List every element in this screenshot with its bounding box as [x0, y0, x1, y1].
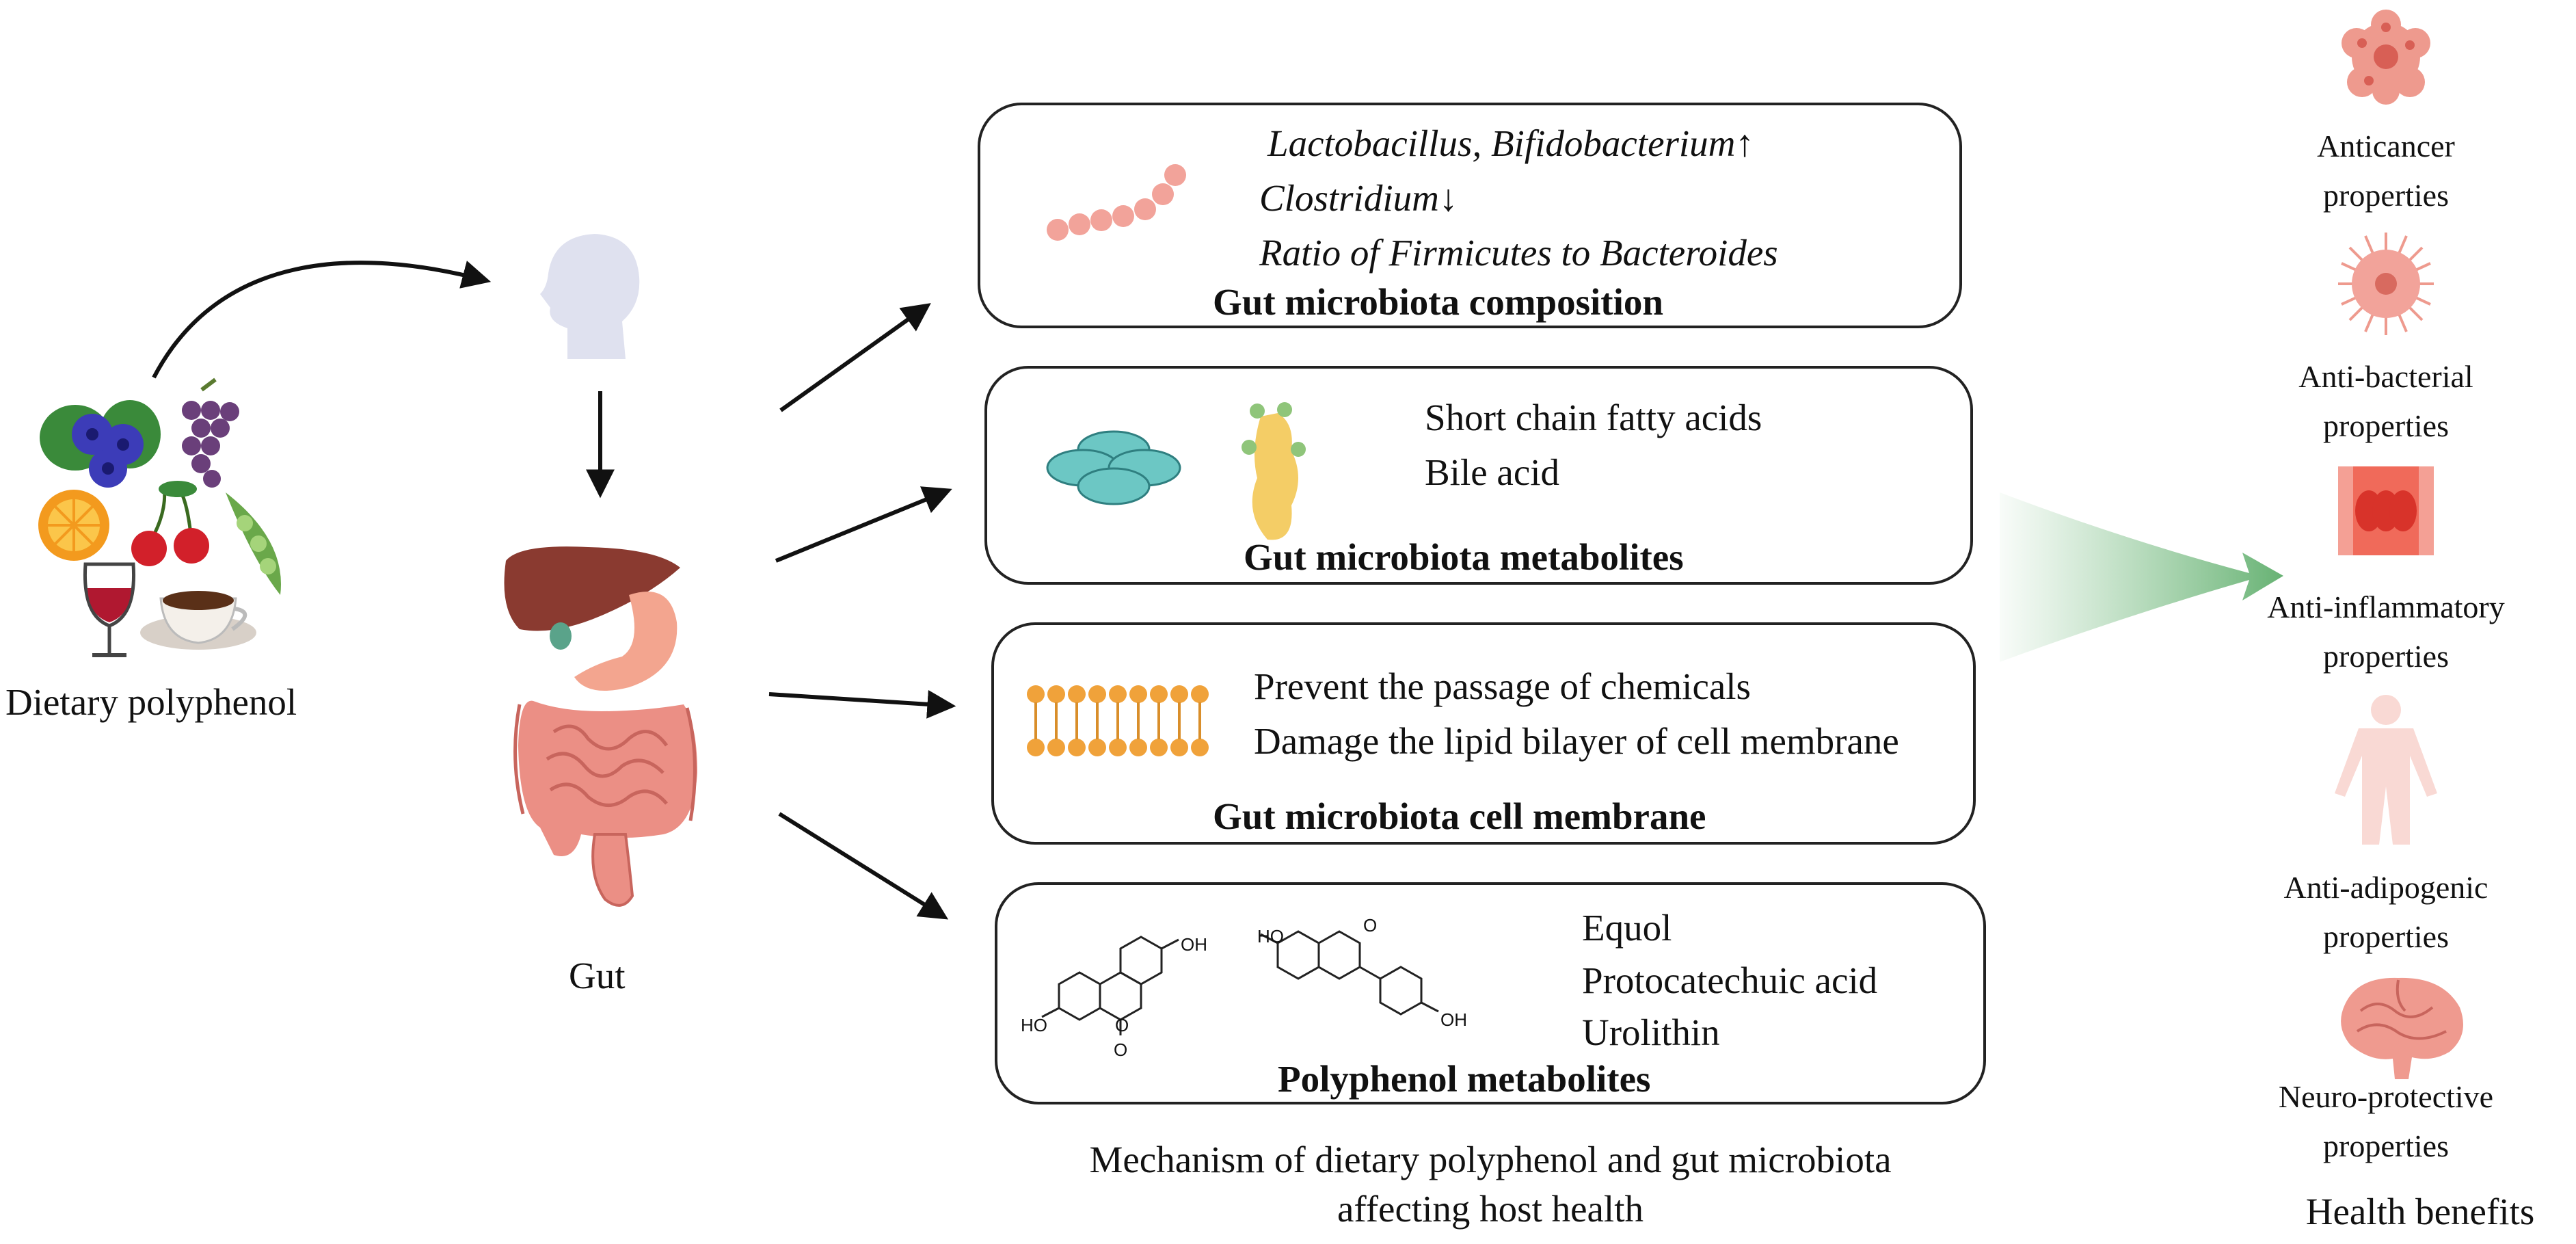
- composition-line-3: Ratio of Firmicutes to Bacteroides: [1259, 232, 1778, 274]
- human-body-icon: [2335, 695, 2437, 845]
- metabolites-line-2: Bile acid: [1425, 451, 1560, 493]
- membrane-line-2: Damage the lipid bilayer of cell membran…: [1254, 720, 1899, 762]
- health-benefits-title: Health benefits: [2305, 1191, 2535, 1232]
- benefit-antiadipogenic-line-1: Anti-adipogenic: [2283, 870, 2488, 905]
- box-microbiota-composition: Lactobacillus, Bifidobacterium↑ Clostrid…: [978, 103, 1962, 328]
- composition-line-1: Lactobacillus, Bifidobacterium↑: [1267, 122, 1754, 164]
- chemical-structures-icon: [1041, 930, 1439, 1035]
- microbial-cells-icon: [1046, 430, 1181, 505]
- structure-label-o-1: O: [1115, 1015, 1129, 1035]
- gut-label: Gut: [569, 955, 626, 996]
- benefit-antiinflammatory: Anti-inflammatory properties: [2256, 583, 2516, 681]
- structure-label-o-3: O: [1363, 915, 1378, 936]
- structure-label-oh-1: OH: [1181, 934, 1207, 955]
- metabolites-line-1: Short chain fatty acids: [1425, 397, 1762, 438]
- bacteria-chain-icon: [1047, 164, 1186, 241]
- benefit-neuroprotective: Neuro-protective properties: [2256, 1072, 2516, 1171]
- gut-organs-icon: [504, 546, 697, 907]
- benefit-antiinflammatory-line-1: Anti-inflammatory: [2267, 590, 2505, 624]
- caption-line-2: affecting host health: [1337, 1188, 1643, 1230]
- benefit-anticancer-line-2: properties: [2323, 178, 2449, 213]
- benefit-antibacterial: Anti-bacterial properties: [2277, 352, 2495, 451]
- composition-title: Gut microbiota composition: [1213, 281, 1663, 323]
- membrane-line-1: Prevent the passage of chemicals: [1254, 665, 1751, 707]
- polyphenol-line-2: Protocatechuic acid: [1582, 960, 1878, 1001]
- polyphenol-line-3: Urolithin: [1582, 1011, 1720, 1053]
- composition-line-2: Clostridium↓: [1259, 177, 1458, 219]
- dietary-polyphenol-label: Dietary polyphenol: [5, 681, 297, 723]
- green-benefit-arrow: [2000, 492, 2283, 662]
- bacterium-icon: [2338, 233, 2434, 335]
- benefit-antibacterial-line-2: properties: [2323, 408, 2449, 443]
- benefit-anticancer-line-1: Anticancer: [2317, 129, 2455, 163]
- box-polyphenol-metabolites: HO OH O O HO O OH Equol Protocatechuic a…: [995, 882, 1986, 1104]
- polyphenol-title: Polyphenol metabolites: [1278, 1058, 1651, 1100]
- structure-label-o-2: O: [1114, 1040, 1128, 1060]
- benefit-neuroprotective-line-1: Neuro-protective: [2278, 1079, 2494, 1114]
- human-head-icon: [540, 234, 640, 359]
- caption-line-1: Mechanism of dietary polyphenol and gut …: [1089, 1139, 1892, 1180]
- arrow-to-metabolites: [775, 486, 952, 563]
- lipid-bilayer-icon: [1027, 685, 1209, 756]
- benefit-antiadipogenic: Anti-adipogenic properties: [2277, 863, 2495, 962]
- benefit-antiadipogenic-line-2: properties: [2323, 919, 2449, 954]
- structure-label-ho-2: HO: [1257, 926, 1284, 947]
- brain-icon: [2341, 977, 2463, 1079]
- curved-arrow-food-to-human: [152, 261, 492, 379]
- arrow-to-composition: [779, 303, 931, 412]
- box-microbiota-cell-membrane: Prevent the passage of chemicals Damage …: [991, 622, 1976, 845]
- benefit-neuroprotective-line-2: properties: [2323, 1128, 2449, 1163]
- arrow-to-membrane: [768, 689, 956, 719]
- structure-label-ho-1: HO: [1021, 1015, 1047, 1035]
- polyphenol-line-1: Equol: [1582, 907, 1672, 949]
- dietary-foods-icon: [38, 378, 281, 657]
- arrow-to-polyphenol-metabolites: [778, 812, 949, 920]
- structure-label-oh-2: OH: [1440, 1009, 1467, 1030]
- metabolites-title: Gut microbiota metabolites: [1244, 536, 1684, 578]
- bile-acid-icon: [1242, 402, 1306, 540]
- box-microbiota-metabolites: Short chain fatty acids Bile acid Gut mi…: [984, 366, 1973, 585]
- inflamed-tissue-icon: [2338, 466, 2434, 555]
- cancer-cell-icon: [2342, 10, 2430, 105]
- benefit-antibacterial-line-1: Anti-bacterial: [2298, 359, 2473, 394]
- membrane-title: Gut microbiota cell membrane: [1213, 795, 1706, 837]
- figure-caption: Mechanism of dietary polyphenol and gut …: [1005, 1135, 1976, 1234]
- benefit-anticancer: Anticancer properties: [2277, 122, 2495, 220]
- benefit-antiinflammatory-line-2: properties: [2323, 639, 2449, 674]
